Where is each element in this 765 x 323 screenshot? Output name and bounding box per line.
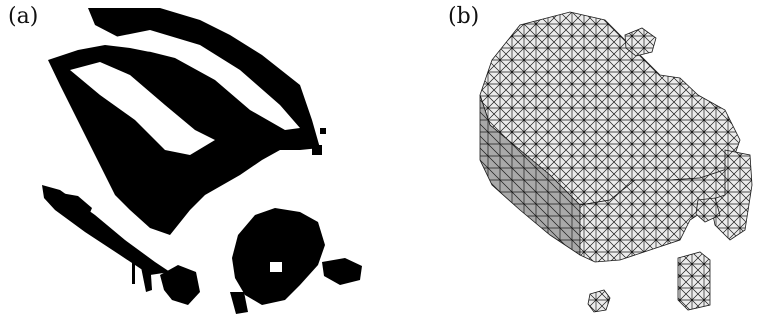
mesh-fragment-right-small xyxy=(695,197,721,223)
mesh-fragment-top xyxy=(624,27,657,57)
panel-b: (b) xyxy=(380,0,765,323)
mesh-fragment-tiny xyxy=(587,289,611,313)
mesh-reconstruction-image xyxy=(479,11,753,313)
voxel-regions xyxy=(42,8,362,314)
binary-slice-image xyxy=(42,8,362,314)
panel-b-label: (b) xyxy=(448,4,480,29)
panel-a: (a) xyxy=(0,0,380,323)
mesh-fragment-bottom xyxy=(677,251,711,311)
panel-a-label: (a) xyxy=(8,4,39,29)
voxel-holes xyxy=(210,175,282,272)
mesh-right-extension xyxy=(709,149,753,241)
